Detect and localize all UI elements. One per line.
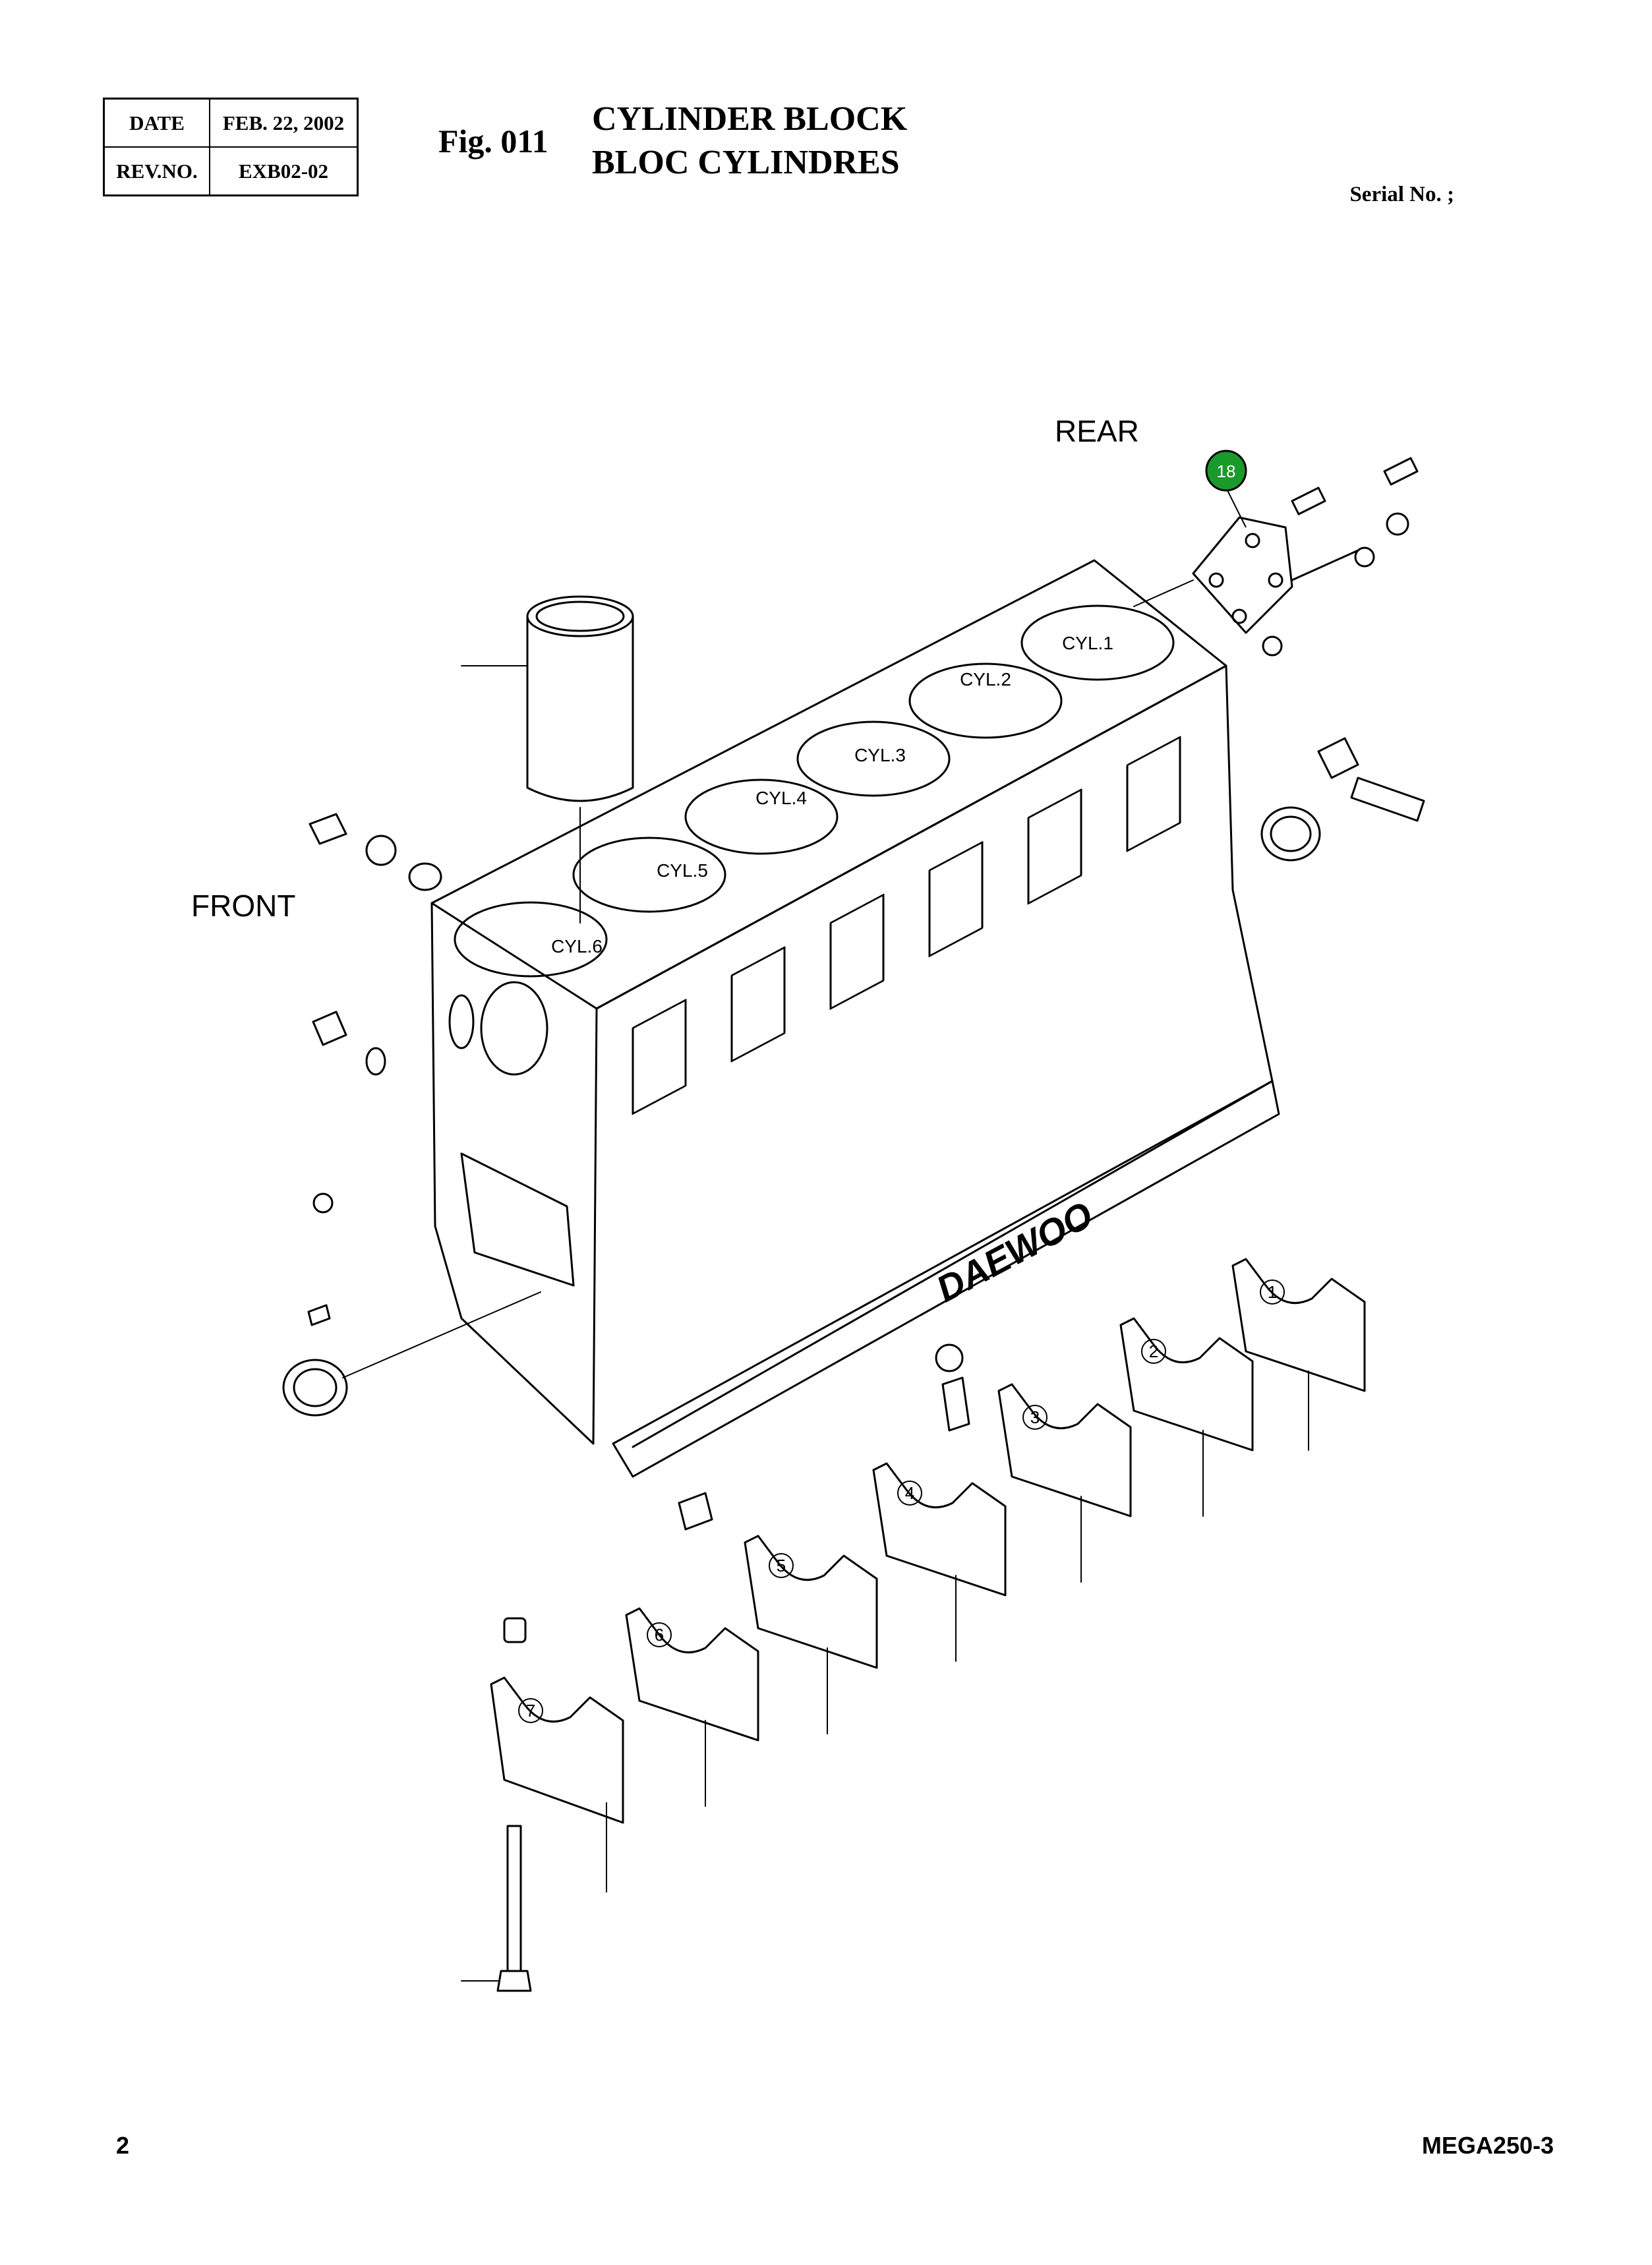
block-side-face — [595, 664, 1274, 1448]
cyl-4-label: CYL.4 — [755, 788, 807, 808]
title-english: CYLINDER BLOCK — [592, 100, 908, 138]
cap-number-3: 3 — [1030, 1407, 1040, 1427]
front-bearing-bush — [282, 1291, 541, 1417]
model-name: MEGA250-3 — [1421, 2132, 1554, 2159]
cap-number-7: 7 — [526, 1701, 535, 1721]
block-front-face — [430, 902, 598, 1445]
figure-number: Fig. 011 — [438, 123, 548, 160]
block-oil-pan-rail — [612, 1080, 1280, 1478]
front-label: FRONT — [191, 889, 295, 923]
cap-long-bolt — [461, 1825, 532, 1992]
front-face-bore — [480, 981, 548, 1076]
cap-number-1: 1 — [1268, 1282, 1277, 1302]
block-side-pockets — [632, 736, 1181, 1115]
front-face-web — [460, 1152, 575, 1287]
revision-table: DATE FEB. 22, 2002 REV.NO. EXB02-02 — [103, 98, 359, 196]
rear-cover-plate — [1133, 516, 1293, 634]
cyl-5-label: CYL.5 — [657, 860, 708, 881]
front-face-hole — [448, 994, 475, 1049]
rev-value: EXB02-02 — [209, 146, 359, 196]
page-title: CYLINDER BLOCK BLOC CYLINDRES — [592, 98, 907, 185]
cap-number-4: 4 — [905, 1483, 914, 1503]
cyl-1-label: CYL.1 — [1062, 633, 1113, 653]
brand-logo-text: DAEWOO — [929, 1193, 1100, 1310]
oil-drain-plug — [678, 1343, 970, 1531]
bearing-cap-leaders — [606, 1370, 1309, 1893]
cyl-3-label: CYL.3 — [854, 745, 906, 765]
cap-number-6: 6 — [655, 1625, 664, 1645]
cylinder-liner — [461, 595, 634, 924]
front-fasteners — [307, 813, 442, 1326]
cap-number-5: 5 — [777, 1556, 786, 1575]
cylinder-bores — [454, 604, 1175, 978]
callout-18[interactable]: 18 — [1205, 450, 1247, 528]
rev-label: REV.NO. — [103, 146, 210, 196]
cap-dowel — [503, 1617, 527, 1643]
cap-number-2: 2 — [1149, 1341, 1158, 1361]
callout-18-number: 18 — [1217, 461, 1236, 481]
rear-fasteners — [1260, 457, 1425, 862]
rear-label: REAR — [1055, 414, 1139, 448]
date-label: DATE — [103, 98, 210, 148]
page-number: 2 — [116, 2132, 130, 2159]
cyl-6-label: CYL.6 — [551, 936, 603, 956]
date-value: FEB. 22, 2002 — [209, 98, 359, 148]
main-bearing-caps — [490, 1258, 1366, 1824]
title-french: BLOC CYLINDRES — [592, 144, 900, 181]
serial-number-label: Serial No. ; — [1349, 183, 1454, 206]
cyl-2-label: CYL.2 — [960, 669, 1011, 690]
